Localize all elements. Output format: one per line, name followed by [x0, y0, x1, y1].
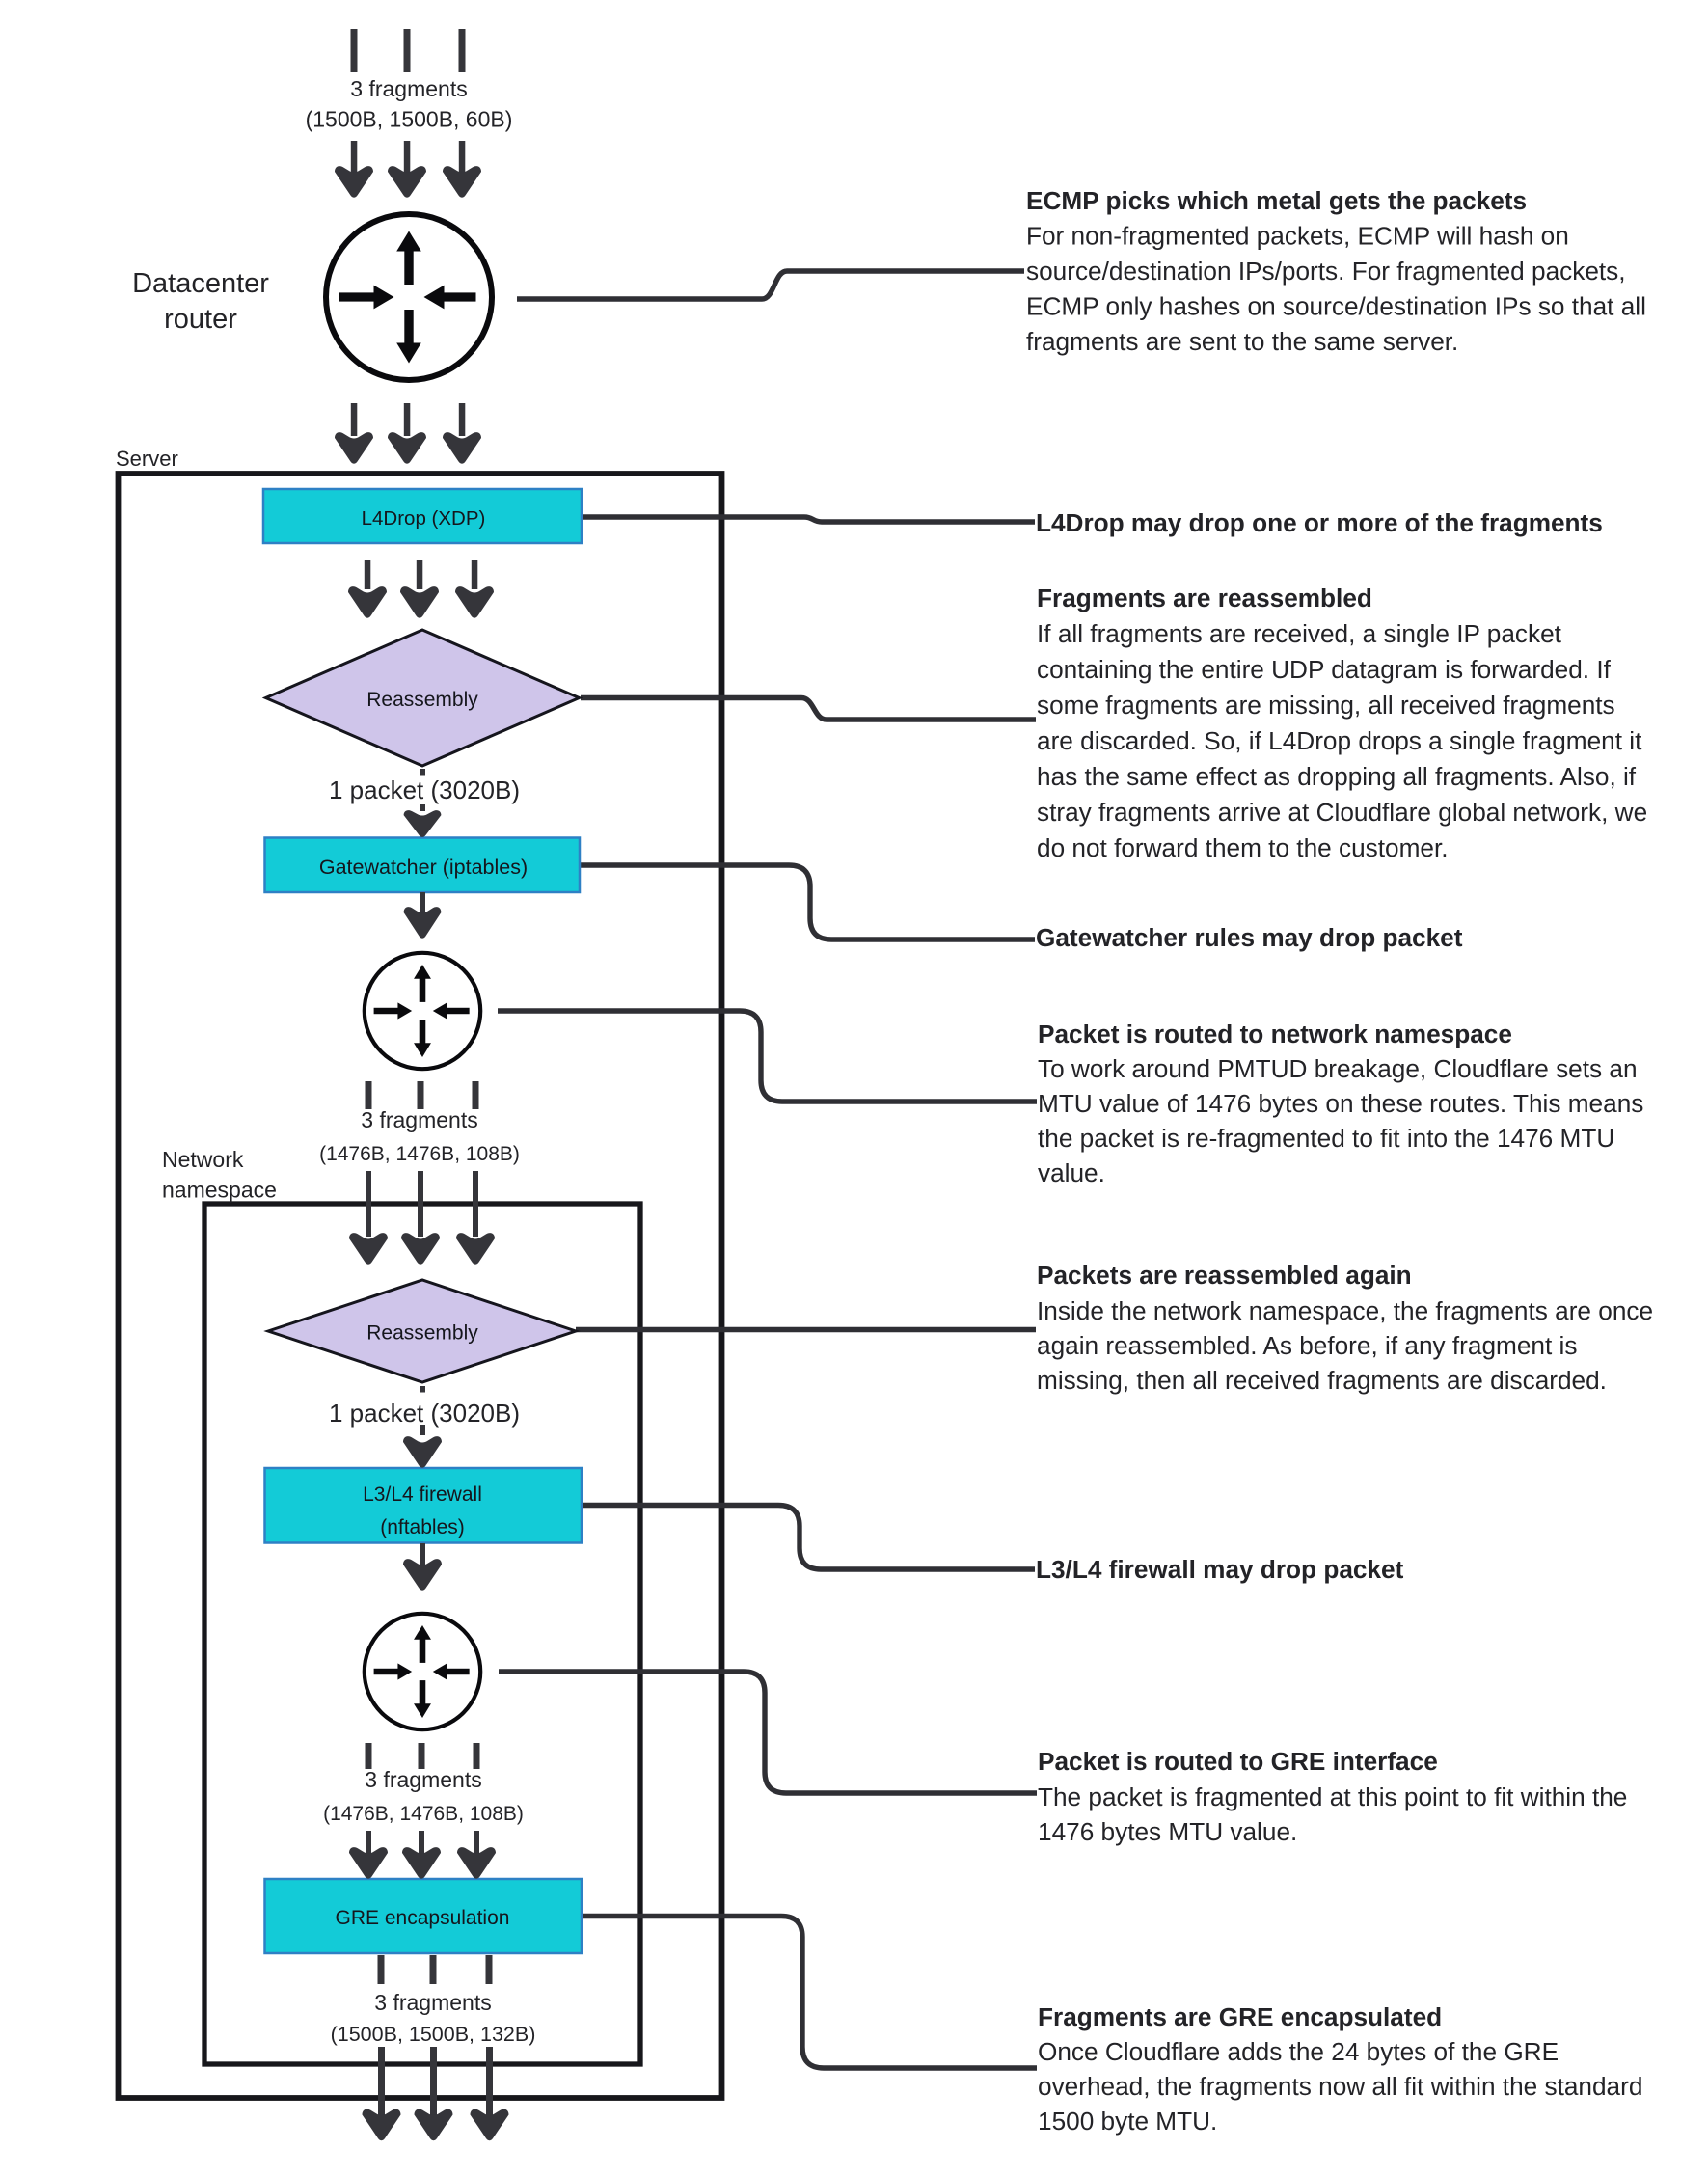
- svg-text:Gatewatcher (iptables): Gatewatcher (iptables): [319, 856, 528, 879]
- svg-text:Inside the network namespace,: Inside the network namespace, the fragme…: [1037, 1296, 1653, 1325]
- svg-text:again reassembled. As before,: again reassembled. As before, if any fra…: [1037, 1331, 1577, 1360]
- svg-text:source/destination IPs/ports.: source/destination IPs/ports. For fragme…: [1026, 257, 1626, 286]
- svg-text:has the same effect as droppin: has the same effect as dropping all frag…: [1037, 762, 1637, 791]
- svg-text:For non-fragmented packets, EC: For non-fragmented packets, ECMP will ha…: [1026, 222, 1569, 251]
- svg-text:L4Drop (XDP): L4Drop (XDP): [362, 507, 486, 530]
- svg-text:value.: value.: [1038, 1158, 1105, 1187]
- svg-text:To work around PMTUD breakage,: To work around PMTUD breakage, Cloudflar…: [1038, 1054, 1638, 1083]
- svg-text:1 packet (3020B): 1 packet (3020B): [329, 1399, 520, 1428]
- svg-text:L3/L4 firewall: L3/L4 firewall: [363, 1483, 482, 1506]
- svg-text:If all fragments are received,: If all fragments are received, a single …: [1037, 619, 1562, 648]
- svg-text:L3/L4 firewall may drop packet: L3/L4 firewall may drop packet: [1036, 1555, 1404, 1584]
- svg-text:(1476B, 1476B, 108B): (1476B, 1476B, 108B): [323, 1803, 524, 1825]
- svg-text:namespace: namespace: [162, 1178, 277, 1203]
- svg-text:Reassembly: Reassembly: [366, 689, 478, 711]
- svg-text:3 fragments: 3 fragments: [374, 1990, 491, 2015]
- svg-text:(1500B, 1500B, 132B): (1500B, 1500B, 132B): [331, 2023, 536, 2046]
- svg-text:Packet is routed to GRE interf: Packet is routed to GRE interface: [1038, 1747, 1438, 1776]
- svg-text:1476 bytes MTU value.: 1476 bytes MTU value.: [1038, 1817, 1297, 1846]
- svg-text:Fragments are GRE encapsulated: Fragments are GRE encapsulated: [1038, 2002, 1442, 2031]
- svg-text:do not forward them to the cus: do not forward them to the customer.: [1037, 833, 1449, 862]
- svg-text:GRE encapsulation: GRE encapsulation: [336, 1907, 510, 1929]
- svg-text:overhead, the fragments now al: overhead, the fragments now all fit with…: [1038, 2072, 1642, 2101]
- svg-text:1 packet (3020B): 1 packet (3020B): [329, 776, 520, 804]
- svg-text:1500 byte MTU.: 1500 byte MTU.: [1038, 2107, 1217, 2136]
- svg-text:Datacenter: Datacenter: [132, 268, 269, 299]
- svg-text:Packet is routed to network na: Packet is routed to network namespace: [1038, 1020, 1512, 1048]
- svg-text:3 fragments: 3 fragments: [365, 1767, 481, 1792]
- svg-text:router: router: [164, 304, 237, 335]
- svg-text:stray fragments arrive at Clou: stray fragments arrive at Cloudflare glo…: [1037, 798, 1647, 827]
- svg-text:3 fragments: 3 fragments: [361, 1107, 477, 1132]
- svg-text:missing, then all received fra: missing, then all received fragments are…: [1037, 1366, 1607, 1395]
- svg-text:Reassembly: Reassembly: [366, 1322, 478, 1345]
- svg-text:are discarded. So, if L4Drop d: are discarded. So, if L4Drop drops a sin…: [1037, 726, 1642, 755]
- svg-text:L4Drop may drop one or more of: L4Drop may drop one or more of the fragm…: [1036, 508, 1603, 537]
- svg-text:Network: Network: [162, 1147, 244, 1172]
- svg-text:Once Cloudflare adds the 24 by: Once Cloudflare adds the 24 bytes of the…: [1038, 2037, 1559, 2066]
- svg-text:Packets are reassembled again: Packets are reassembled again: [1037, 1261, 1412, 1290]
- svg-text:(1476B, 1476B, 108B): (1476B, 1476B, 108B): [319, 1143, 520, 1165]
- svg-text:Gatewatcher rules may drop pac: Gatewatcher rules may drop packet: [1036, 923, 1463, 952]
- svg-text:MTU value of 1476 bytes on the: MTU value of 1476 bytes on these routes.…: [1038, 1089, 1643, 1118]
- svg-text:3 fragments: 3 fragments: [350, 76, 467, 101]
- svg-text:(1500B, 1500B, 60B): (1500B, 1500B, 60B): [306, 107, 513, 132]
- svg-text:the packet is re-fragmented to: the packet is re-fragmented to fit into …: [1038, 1124, 1614, 1153]
- svg-text:(nftables): (nftables): [380, 1516, 465, 1538]
- svg-text:ECMP only hashes on source/des: ECMP only hashes on source/destination I…: [1026, 292, 1646, 321]
- svg-text:The packet is fragmented at th: The packet is fragmented at this point t…: [1038, 1782, 1627, 1811]
- svg-text:some fragments are missing, al: some fragments are missing, all received…: [1037, 691, 1615, 720]
- svg-text:ECMP picks which metal gets th: ECMP picks which metal gets the packets: [1026, 186, 1527, 215]
- svg-text:fragments are sent to the same: fragments are sent to the same server.: [1026, 327, 1458, 356]
- svg-text:Server: Server: [116, 447, 178, 471]
- svg-text:containing the entire UDP data: containing the entire UDP datagram is fo…: [1037, 655, 1612, 684]
- svg-text:Fragments are reassembled: Fragments are reassembled: [1037, 584, 1372, 612]
